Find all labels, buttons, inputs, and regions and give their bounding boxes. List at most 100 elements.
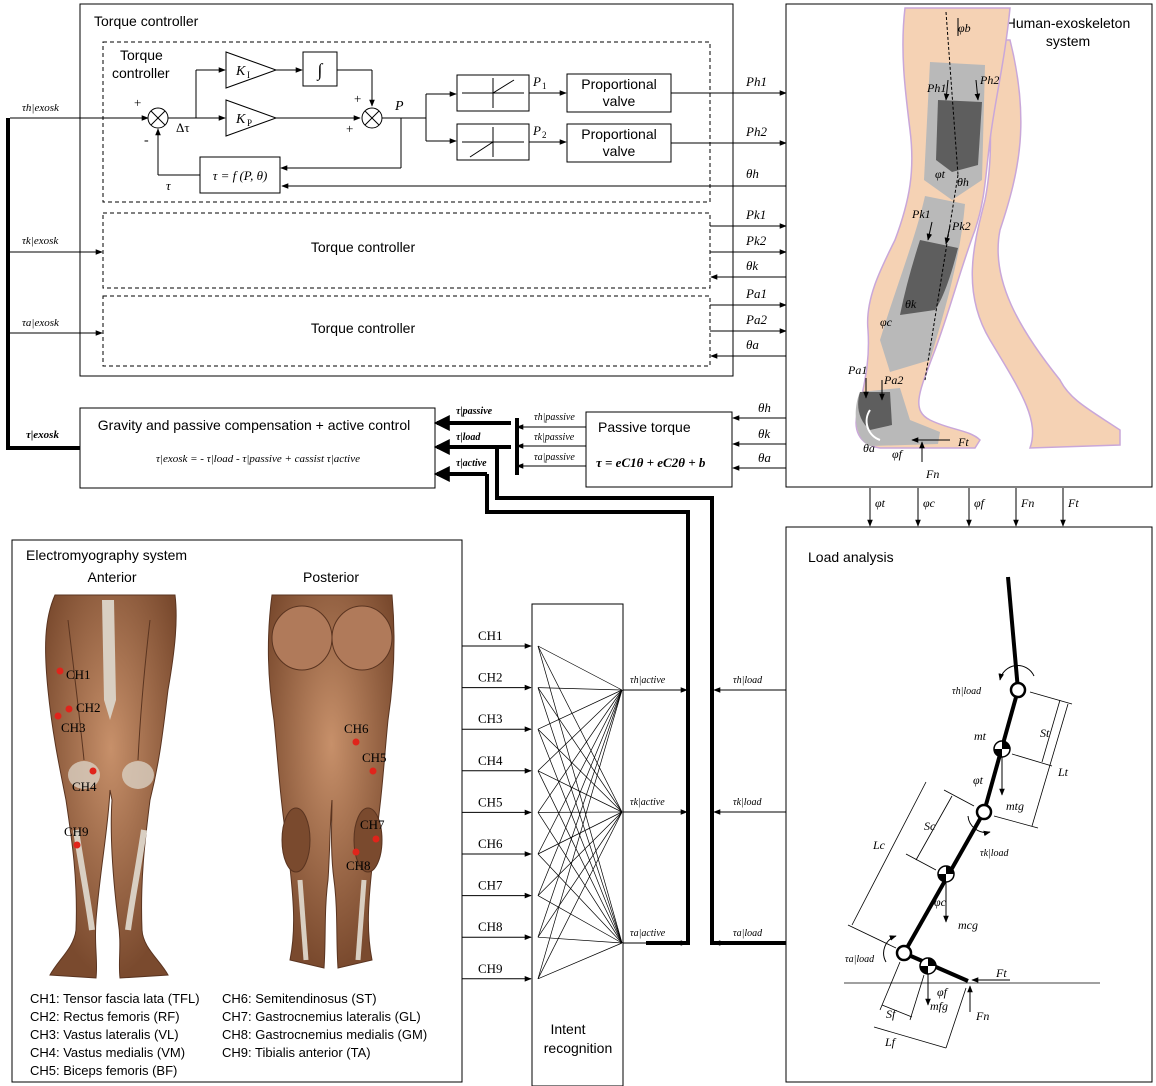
hs-phi-c: φc — [880, 315, 893, 329]
theta-k-signal: θk — [746, 258, 758, 273]
la-phi-f: φf — [937, 985, 949, 999]
channel-label-1: CH1 — [478, 628, 503, 643]
la-lt: Lt — [1057, 765, 1069, 779]
electrode-label-ch8: CH8 — [346, 858, 371, 873]
legend-ch3: CH3: Vastus lateralis (VL) — [30, 1027, 179, 1042]
hs-ft: Ft — [957, 435, 969, 449]
valve1-label-2: valve — [603, 93, 636, 109]
between-phi-f: φf — [974, 496, 986, 510]
hs-ph2: Ph2 — [979, 73, 999, 87]
electrode-ch6 — [353, 739, 360, 746]
pk2-signal: Pk2 — [745, 233, 767, 248]
valve2-label-1: Proportional — [581, 126, 657, 142]
exo-thigh-dark — [936, 100, 982, 172]
ph1-signal: Ph1 — [745, 74, 767, 89]
p1-sub: 1 — [542, 81, 547, 91]
hs-phi-f: φf — [892, 447, 904, 461]
body-link — [1008, 577, 1018, 690]
electrode-ch8 — [353, 849, 360, 856]
legend-ch6: CH6: Semitendinosus (ST) — [222, 991, 377, 1006]
channel-label-6: CH6 — [478, 836, 503, 851]
tau-h-exosk-label: τh|exosk — [22, 102, 60, 114]
passive-torque-equation: τ = eC1θ + eC2θ + b — [596, 455, 706, 470]
pa2-signal: Pa2 — [745, 312, 767, 327]
exosk-torque-bus: τ|exosk — [8, 118, 80, 448]
intent-label-2: recognition — [544, 1040, 613, 1056]
torque-controller-block: Torque controller Torque controller τh|e… — [10, 4, 786, 376]
torque-function-label: τ = f (P, θ) — [213, 168, 268, 183]
channel-label-2: CH2 — [478, 670, 503, 685]
ki-label: K — [235, 64, 246, 79]
channel-label-7: CH7 — [478, 878, 503, 893]
emg-title: Electromyography system — [26, 547, 187, 563]
minus-sign: - — [144, 133, 149, 148]
channel-label-3: CH3 — [478, 711, 503, 726]
tau-passive-label: τ|passive — [456, 406, 493, 417]
legend-ch2: CH2: Rectus femoris (RF) — [30, 1009, 180, 1024]
theta-h-signal: θh — [746, 166, 759, 181]
passive-torque-title: Passive torque — [598, 419, 691, 435]
electrode-label-ch1: CH1 — [66, 667, 91, 682]
ankle-joint — [897, 946, 911, 960]
posterior-label: Posterior — [303, 569, 359, 585]
muscle-legend-right: CH6: Semitendinosus (ST) CH7: Gastrocnem… — [222, 991, 427, 1060]
in-tau-a-load: τa|load — [733, 928, 763, 939]
channel-label-8: CH8 — [478, 919, 503, 934]
anterior-label: Anterior — [87, 569, 136, 585]
torque-controller-title: Torque controller — [94, 13, 199, 29]
plus-sign-3: + — [346, 121, 353, 136]
ph2-signal: Ph2 — [745, 124, 767, 139]
hip-controller-box — [103, 42, 710, 202]
channel-label-5: CH5 — [478, 794, 503, 809]
legend-ch9: CH9: Tibialis anterior (TA) — [222, 1045, 371, 1060]
tau-exosk-label: τ|exosk — [26, 429, 59, 441]
electrode-label-ch9: CH9 — [64, 824, 89, 839]
knee-joint — [977, 805, 991, 819]
la-sf: Sf — [886, 1007, 897, 1021]
la-lc: Lc — [872, 838, 886, 852]
legend-ch7: CH7: Gastrocnemius lateralis (GL) — [222, 1009, 421, 1024]
tau-h-passive-label: τh|passive — [534, 412, 575, 423]
electrode-label-ch4: CH4 — [72, 779, 97, 794]
human-exoskeleton-panel: Human-exoskeleton system φb Ph1 Ph2 φt θ… — [786, 4, 1152, 487]
electrode-label-ch2: CH2 — [76, 700, 101, 715]
p-label: P — [394, 99, 404, 114]
pa1-signal: Pa1 — [745, 286, 767, 301]
hs-ph1: Ph1 — [926, 81, 946, 95]
electrode-ch2 — [66, 706, 73, 713]
theta-h-in: θh — [758, 400, 771, 415]
p2-label: P — [532, 123, 541, 138]
la-st: St — [1040, 726, 1050, 740]
muscle-legend-left: CH1: Tensor fascia lata (TFL) CH2: Rectu… — [30, 991, 200, 1078]
p2-sub: 2 — [542, 130, 547, 140]
tau-a-passive-label: τa|passive — [534, 452, 575, 463]
legend-ch8: CH8: Gastrocnemius medialis (GM) — [222, 1027, 427, 1042]
between-ft: Ft — [1067, 496, 1079, 510]
la-phi-t: φt — [973, 773, 984, 787]
tau-active-label: τ|active — [456, 458, 487, 469]
channel-labels: CH1CH2CH3CH4CH5CH6CH7CH8CH9 — [478, 628, 503, 976]
la-mfg: mfg — [930, 999, 948, 1013]
load-analysis-panel: Load analysis — [786, 527, 1152, 1082]
hs-pk1: Pk1 — [911, 207, 931, 221]
la-mtg: mtg — [1006, 799, 1024, 813]
valve2-label-2: valve — [603, 143, 636, 159]
plus-sign-2: + — [354, 91, 361, 106]
out-tau-k-active: τk|active — [630, 797, 665, 808]
foot-com — [920, 958, 936, 974]
la-mt: mt — [974, 729, 987, 743]
between-phi-t: φt — [875, 496, 886, 510]
ankle-controller-label: Torque controller — [311, 320, 416, 336]
shank-com — [938, 866, 954, 882]
la-tau-h-load: τh|load — [952, 686, 982, 697]
human-title-1: Human-exoskeleton — [1006, 15, 1131, 31]
electrode-label-ch5: CH5 — [362, 750, 387, 765]
knee-controller-label: Torque controller — [311, 239, 416, 255]
channel-label-9: CH9 — [478, 961, 503, 976]
valve1-label-1: Proportional — [581, 76, 657, 92]
in-tau-h-load: τh|load — [733, 675, 763, 686]
compensation-block: Gravity and passive compensation + activ… — [80, 406, 511, 488]
anterior-legs-image — [46, 595, 177, 978]
kp-label: K — [235, 112, 246, 127]
